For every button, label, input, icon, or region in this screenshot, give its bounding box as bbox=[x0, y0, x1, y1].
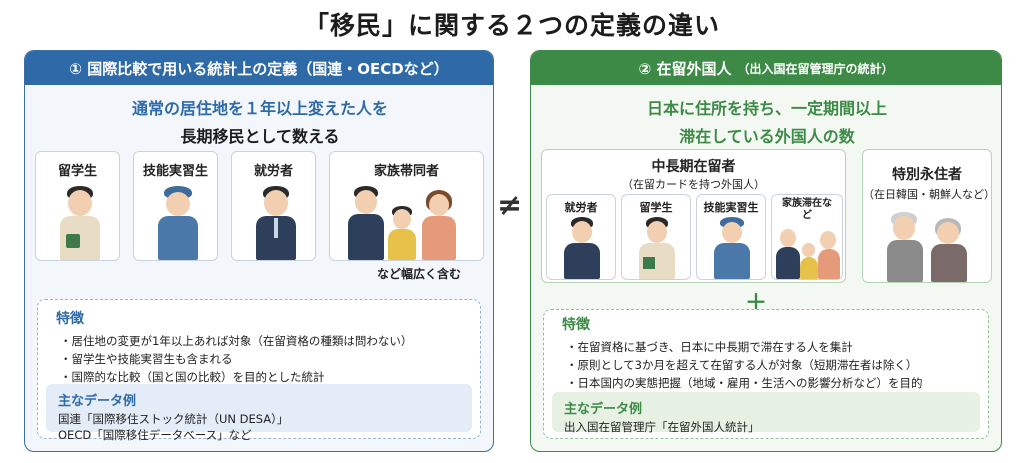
group-special-permanent: 特別永住者 （在日韓国・朝鮮人など） bbox=[862, 149, 995, 283]
card-trainee: 技能実習生 bbox=[696, 194, 766, 280]
trainee-figure bbox=[712, 217, 752, 279]
features-title: 特徴 bbox=[56, 311, 84, 327]
feature-item: 居住地の変更が1年以上あれば対象（在留資格の種類は問わない） bbox=[60, 332, 480, 350]
card-label: 技能実習生 bbox=[142, 164, 208, 179]
feature-item: 留学生や技能実習生も含まれる bbox=[60, 350, 480, 368]
card-student: 留学生 bbox=[621, 194, 691, 280]
card-label: 家族帯同者 bbox=[373, 164, 439, 179]
panel-resident-foreigners: ② 在留外国人 （出入国在留管理庁の統計） 日本に住所を持ち、一定期間以上 滞在… bbox=[530, 50, 1002, 452]
lead-text: 日本に住所を持ち、一定期間以上 滞在している外国人の数 bbox=[531, 95, 1001, 147]
card-family: 家族帯同者 bbox=[329, 151, 484, 261]
data-examples: 主なデータ例 出入国在留管理庁「在留外国人統計」 bbox=[552, 392, 980, 434]
feature-item: 日本国内の実態把握（地域・雇用・生活への影響分析など）を目的 bbox=[566, 374, 988, 392]
data-example-line: OECD「国際移住データベース」など bbox=[58, 428, 252, 442]
card-label: 就労者 bbox=[564, 201, 598, 214]
data-example-line: 出入国在留管理庁「在留外国人統計」 bbox=[564, 420, 760, 434]
data-examples-title: 主なデータ例 bbox=[58, 394, 137, 409]
card-family-stay: 家族滞在など bbox=[771, 194, 843, 280]
inclusion-note: など幅広く含む bbox=[377, 267, 462, 281]
panel-international-definition: ① 国際比較で用いる統計上の定義（国連・OECDなど） 通常の居住地を１年以上変… bbox=[24, 50, 494, 452]
card-label: 留学生 bbox=[57, 164, 97, 179]
group-subtitle: （在留カードを持つ外国人） bbox=[622, 178, 765, 191]
panel-header: ② 在留外国人 （出入国在留管理庁の統計） bbox=[531, 51, 1001, 85]
data-examples-title: 主なデータ例 bbox=[564, 402, 643, 417]
card-student: 留学生 bbox=[35, 151, 120, 261]
lead-line-1: 日本に住所を持ち、一定期間以上 bbox=[646, 99, 887, 118]
lead-line-1: 通常の居住地を１年以上変えた人を bbox=[131, 99, 388, 118]
not-equal-sign: ≠ bbox=[497, 188, 523, 223]
features-title: 特徴 bbox=[562, 317, 590, 333]
elderly-couple-figure bbox=[887, 212, 971, 282]
trainee-figure bbox=[156, 186, 200, 260]
card-worker: 就労者 bbox=[546, 194, 616, 280]
feature-item: 原則として3か月を超えて在留する人が対象（短期滞在者は除く） bbox=[566, 356, 988, 374]
lead-text: 通常の居住地を１年以上変えた人を 長期移民として数える bbox=[25, 95, 493, 147]
features-list: 在留資格に基づき、日本に中長期で滞在する人を集計 原則として3か月を超えて在留す… bbox=[566, 338, 988, 392]
card-worker: 就労者 bbox=[231, 151, 316, 261]
data-example-line: 国連「国際移住ストック統計（UN DESA）」 bbox=[58, 412, 289, 426]
features-box: 特徴 居住地の変更が1年以上あれば対象（在留資格の種類は問わない） 留学生や技能… bbox=[37, 299, 481, 442]
panel-header-title: ② 在留外国人 bbox=[638, 59, 732, 78]
student-figure bbox=[58, 186, 102, 260]
features-box: 特徴 在留資格に基づき、日本に中長期で滞在する人を集計 原則として3か月を超えて… bbox=[543, 309, 989, 439]
group-title: 特別永住者 bbox=[892, 167, 962, 183]
panel-header: ① 国際比較で用いる統計上の定義（国連・OECDなど） bbox=[25, 51, 493, 85]
card-label: 就労者 bbox=[253, 164, 293, 179]
worker-figure bbox=[254, 186, 298, 260]
card-label: 家族滞在など bbox=[782, 198, 832, 221]
group-title: 中長期在留者 bbox=[651, 159, 736, 175]
features-list: 居住地の変更が1年以上あれば対象（在留資格の種類は問わない） 留学生や技能実習生… bbox=[60, 332, 480, 386]
panel-header-subtitle: （出入国在留管理庁の統計） bbox=[737, 61, 894, 76]
family-figure bbox=[776, 227, 840, 279]
card-label: 留学生 bbox=[639, 201, 673, 214]
lead-line-2: 滞在している外国人の数 bbox=[679, 127, 855, 146]
family-figure bbox=[348, 186, 468, 260]
page-title: 「移民」に関する２つの定義の違い bbox=[303, 11, 720, 40]
card-label: 技能実習生 bbox=[703, 201, 759, 214]
data-examples: 主なデータ例 国連「国際移住ストック統計（UN DESA）」 OECD「国際移住… bbox=[46, 384, 472, 442]
feature-item: 在留資格に基づき、日本に中長期で滞在する人を集計 bbox=[566, 338, 988, 356]
student-figure bbox=[637, 217, 677, 279]
card-trainee: 技能実習生 bbox=[133, 151, 218, 261]
group-mid-long-term: 中長期在留者 （在留カードを持つ外国人） 就労者 留学生 技能実習生 bbox=[541, 149, 846, 283]
worker-figure bbox=[562, 217, 602, 279]
group-subtitle: （在日韓国・朝鮮人など） bbox=[863, 188, 995, 201]
feature-item: 国際的な比較（国と国の比較）を目的とした統計 bbox=[60, 368, 480, 386]
lead-line-2: 長期移民として数える bbox=[180, 127, 340, 146]
